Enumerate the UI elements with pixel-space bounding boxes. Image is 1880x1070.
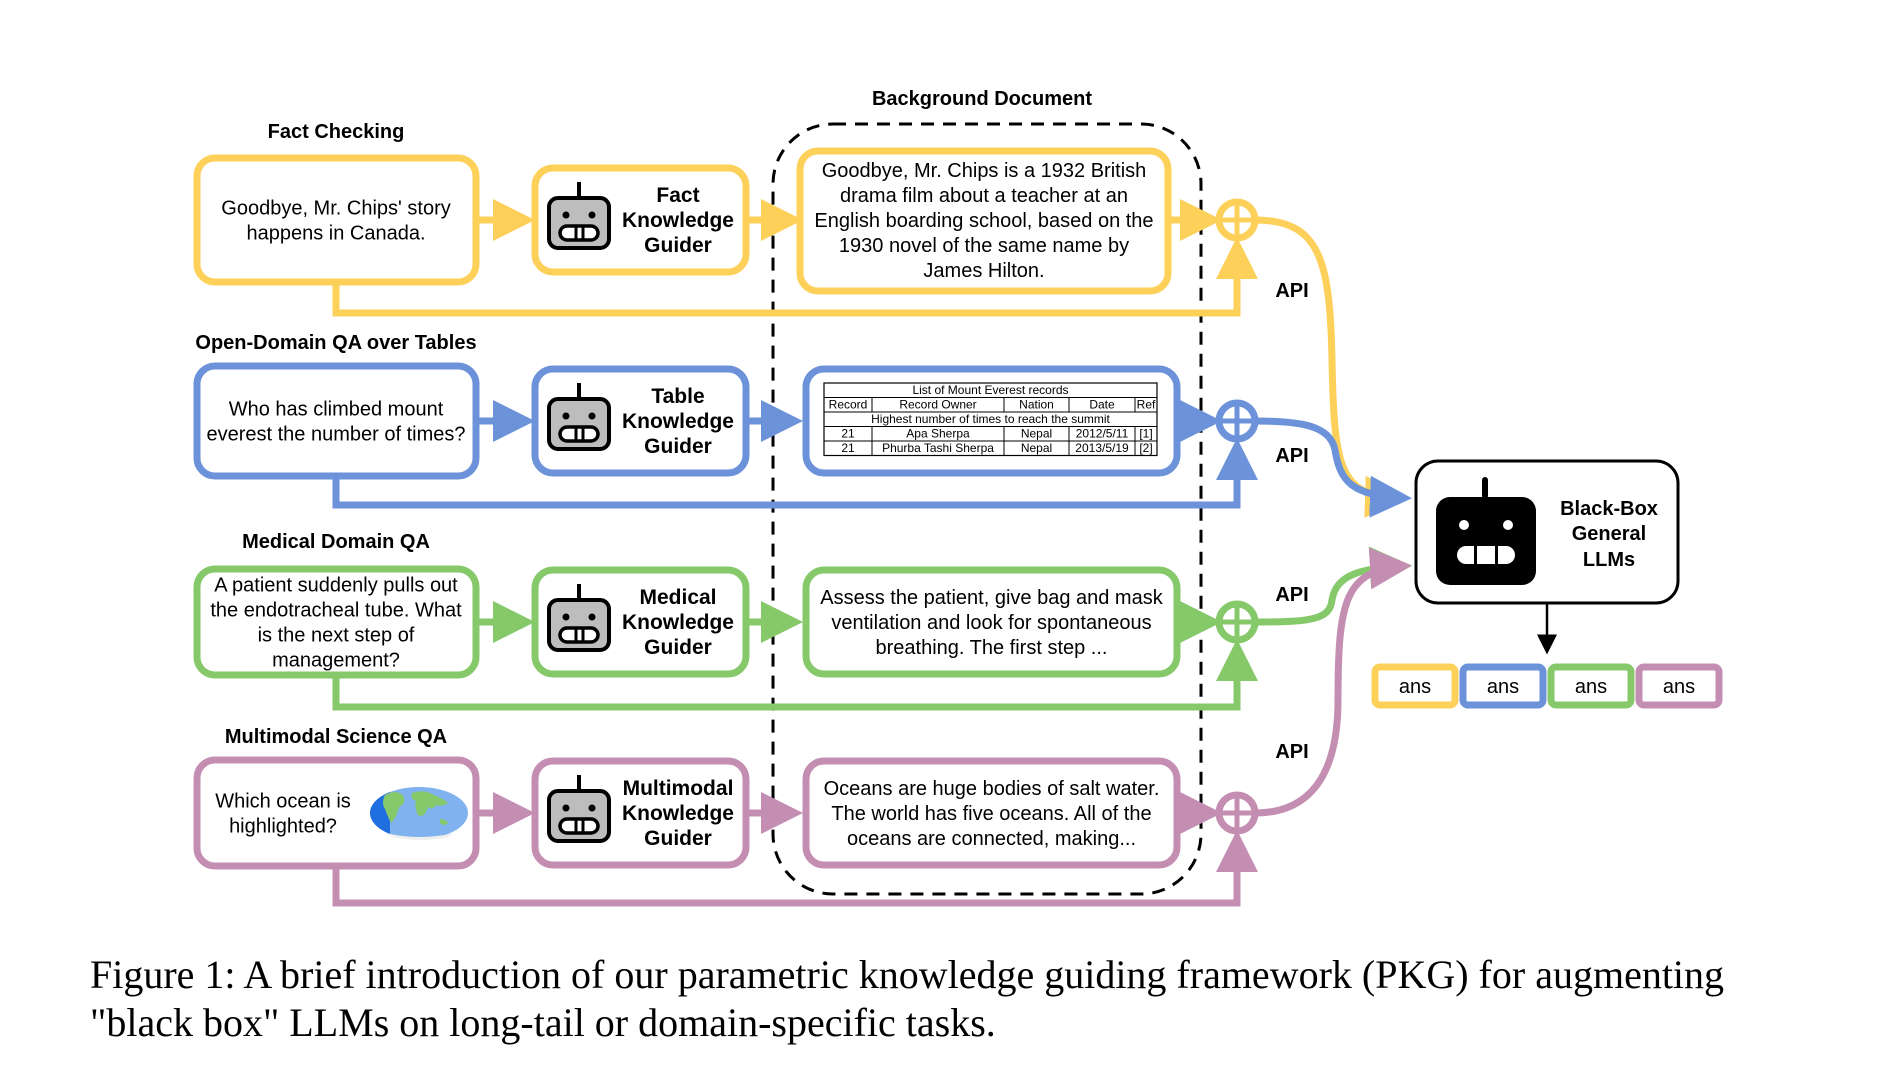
llm-label-line-1: Black-Box [1560,498,1658,520]
api-call-curve [1254,547,1412,817]
guider-label-line: Multimodal [623,777,734,800]
api-call-curve [1254,417,1412,518]
api-label: API [1275,584,1308,606]
document-text-line: Assess the patient, give bag and mask [820,587,1163,609]
api-label: API [1275,741,1308,763]
guider-label-line: Knowledge [622,802,734,825]
world-map-icon [369,787,468,840]
query-bypass-arrow [332,639,1258,711]
query-bypass-arrow [332,438,1258,509]
figure-caption-line-1: Figure 1: A brief introduction of our pa… [90,952,1724,997]
task-title: Fact Checking [268,121,405,143]
table-header-cell: Date [1089,398,1115,412]
merge-plus-icon [1215,198,1259,242]
table-section-row: Highest number of times to reach the sum… [871,412,1110,426]
input-text-line: A patient suddenly pulls out [214,575,458,597]
answer-label: ans [1487,676,1519,698]
guider-label-line: Guider [644,827,712,850]
table-header-cell: Record Owner [899,398,976,412]
table-cell: 2013/5/19 [1075,441,1129,455]
api-label: API [1275,280,1308,302]
merge-plus-icon [1215,600,1259,644]
robot-icon [1436,477,1536,585]
answer-box: ans [1371,663,1459,709]
table-cell: 2012/5/11 [1076,427,1129,441]
answer-box: ans [1547,663,1635,709]
table-cell: 21 [841,427,855,441]
input-text-line: Which ocean is [215,791,351,813]
guider-label-line: Guider [644,636,712,659]
document-text-line: breathing. The first step ... [876,637,1108,659]
table-header-cell: Ref [1137,398,1156,412]
table-cell: 21 [841,441,855,455]
input-text-line: happens in Canada. [246,223,425,245]
guider-label-line: Knowledge [622,611,734,634]
document-text-line: oceans are connected, making... [847,828,1136,850]
input-text-line: is the next step of [258,625,415,647]
task-row-multimodal: Multimodal Science QA Which ocean is highl… [193,547,1412,907]
table-title: List of Mount Everest records [912,383,1068,397]
guider-label-line: Fact [656,184,699,207]
guider-label-line: Medical [639,586,716,609]
table-header-cell: Nation [1019,398,1054,412]
robot-icon [547,775,611,843]
table-cell: Nepal [1021,427,1052,441]
document-text-line: 1930 novel of the same name by [839,235,1129,257]
answer-label: ans [1663,676,1695,698]
input-query-box [193,154,480,286]
robot-icon [547,383,611,451]
document-text-line: The world has five oceans. All of the [831,803,1151,825]
table-cell: Nepal [1021,441,1052,455]
background-document-region [771,122,1203,896]
query-bypass-arrow [332,830,1258,907]
input-query-box [193,362,480,480]
answer-box: ans [1459,663,1547,709]
document-text-line: drama film about a teacher at an [840,185,1128,207]
query-bypass-arrow [332,237,1258,317]
table-cell: Phurba Tashi Sherpa [882,441,994,455]
document-text-line: Oceans are huge bodies of salt water. [824,778,1160,800]
table-cell: [1] [1139,427,1152,441]
answer-box: ans [1635,663,1723,709]
llm-label-line-3: LLMs [1583,549,1635,571]
document-text-line: ventilation and look for spontaneous [831,612,1151,634]
input-text-line: highlighted? [229,816,337,838]
table-header-cell: Record [829,398,868,412]
background-document-label: Background Document [872,88,1092,110]
document-text-line: James Hilton. [923,260,1044,282]
guider-label-line: Knowledge [622,209,734,232]
table-cell: [2] [1139,441,1152,455]
robot-icon [547,182,611,250]
black-box-llm-node: Black-Box General LLMs [1414,459,1680,605]
guider-label-line: Guider [644,234,712,257]
table-cell: Apa Sherpa [906,427,970,441]
document-text-line: English boarding school, based on the [814,210,1153,232]
robot-icon [547,584,611,652]
llm-label-line-2: General [1572,523,1646,545]
guider-label-line: Guider [644,435,712,458]
task-row-medical: Medical Domain QA A patient suddenly pull… [193,531,1412,711]
input-text-line: Who has climbed mount [229,399,444,421]
task-title: Medical Domain QA [242,531,430,553]
answer-label: ans [1575,676,1607,698]
api-label: API [1275,445,1308,467]
input-text-line: management? [272,650,400,672]
answer-label: ans [1399,676,1431,698]
merge-plus-icon [1215,399,1259,443]
merge-plus-icon [1215,791,1259,835]
document-text-line: Goodbye, Mr. Chips is a 1932 British [822,160,1147,182]
guider-label-line: Table [651,385,704,408]
input-text-line: everest the number of times? [206,424,465,446]
guider-label-line: Knowledge [622,410,734,433]
figure-caption-line-2: "black box" LLMs on long-tail or domain-… [90,1000,996,1045]
task-title: Multimodal Science QA [225,726,447,748]
input-text-line: the endotracheal tube. What [210,600,462,622]
input-text-line: Goodbye, Mr. Chips' story [221,198,450,220]
task-title: Open-Domain QA over Tables [195,332,476,354]
